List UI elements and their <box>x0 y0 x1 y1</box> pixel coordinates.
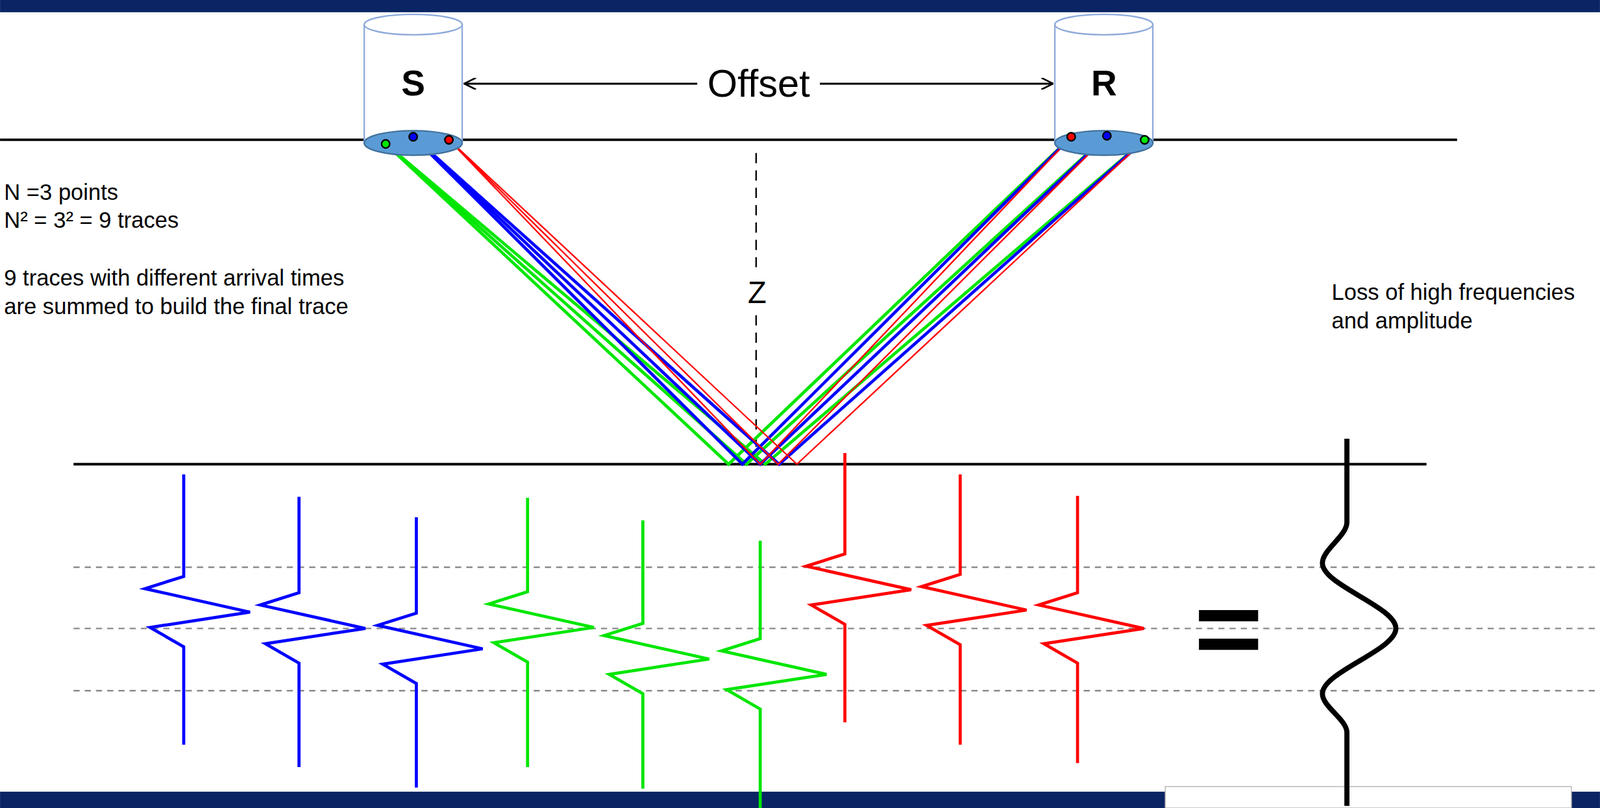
note-text: N² = 3² = 9 traces <box>3 206 341 235</box>
ray-path <box>449 135 1108 465</box>
time-gridline <box>73 627 1600 629</box>
time-gridline <box>73 689 1600 692</box>
cylinder-base <box>364 130 463 156</box>
cylinder-body <box>364 24 463 156</box>
ray-path <box>449 136 1072 465</box>
label-holder: N =3 points <box>3 178 341 208</box>
logo-panel <box>1165 786 1572 808</box>
cylinder-top <box>364 14 463 35</box>
wavelet-trace <box>488 497 594 768</box>
source-cylinder: S <box>362 12 465 156</box>
depth-line <box>755 315 757 450</box>
label-holder: N² = 3² = 9 traces <box>3 206 341 235</box>
cylinder-body <box>1055 24 1154 156</box>
wavelet-trace <box>144 474 250 746</box>
wavelet-trace <box>377 517 483 788</box>
ray-path <box>413 135 1108 465</box>
sensor-point <box>444 135 454 145</box>
depth-line <box>755 153 757 272</box>
equals-bar <box>1198 638 1258 650</box>
node-letter: R <box>1091 65 1118 102</box>
depth-label: Z <box>744 273 770 313</box>
note-text: Loss of high frequencies and amplitude <box>1331 278 1593 336</box>
wavelet-trace <box>1038 495 1144 764</box>
sensor-point <box>1102 131 1112 141</box>
ray-path <box>413 136 1145 465</box>
summed-trace <box>1322 438 1396 807</box>
note-text: 9 traces with different arrival times ar… <box>3 264 361 322</box>
receiver-cylinder: R <box>1052 12 1155 156</box>
surface-line <box>0 138 1458 141</box>
node-letter: S <box>401 65 426 102</box>
wavelet-trace <box>604 520 710 789</box>
ray-path <box>385 139 1145 465</box>
wavelet-trace <box>921 474 1027 746</box>
sensor-point <box>381 139 391 148</box>
wavelet-trace <box>806 453 912 723</box>
top-bar <box>0 0 1600 13</box>
label-holder: Loss of high frequencies and amplitude <box>1331 278 1593 336</box>
cylinder-base <box>1055 130 1154 156</box>
label-holder: 9 traces with different arrival times ar… <box>3 264 361 322</box>
trace-wavelets <box>144 438 1396 808</box>
note-text: N =3 points <box>3 178 341 208</box>
reflector-line <box>73 462 1427 466</box>
sensor-point <box>1067 132 1076 141</box>
time-gridline <box>73 566 1600 568</box>
ray-path <box>449 139 1145 465</box>
label-holder: Z <box>744 273 770 313</box>
wavelet-trace <box>721 540 827 808</box>
cylinder-top <box>1055 14 1154 35</box>
wavelet-trace <box>260 497 366 768</box>
sensor-point <box>408 132 418 141</box>
ray-paths <box>385 135 1145 465</box>
sensor-point <box>1141 135 1150 145</box>
offset-label: Offset <box>697 62 821 106</box>
equals-bar <box>1198 610 1258 622</box>
ray-path <box>385 135 1107 465</box>
